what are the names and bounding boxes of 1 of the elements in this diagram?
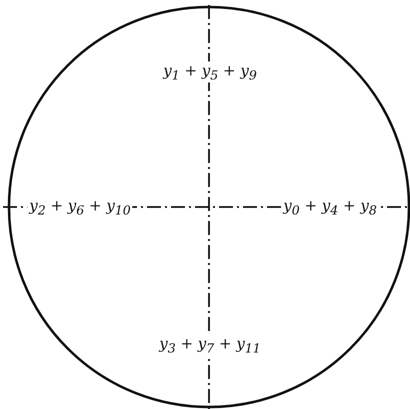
formula-label: y$_{1}$ + y$_{5}$ + y$_{9}$ bbox=[161, 62, 259, 82]
